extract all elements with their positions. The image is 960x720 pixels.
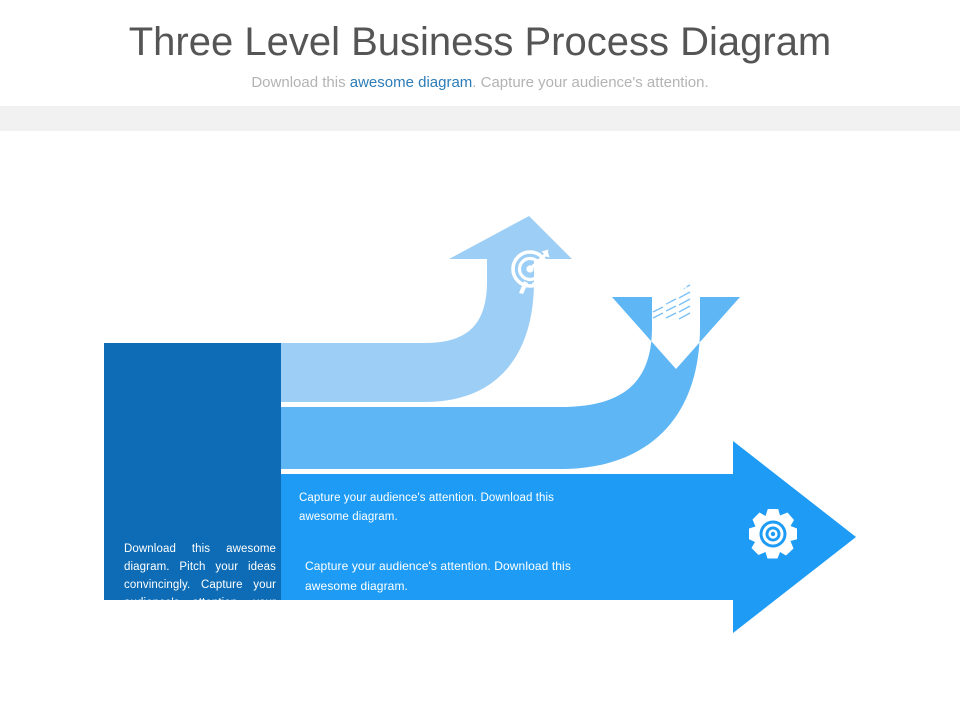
level-three-text: Capture your audience's attention . Down… bbox=[297, 648, 714, 702]
bar-chart-growth-icon bbox=[652, 278, 691, 321]
awesome-diagram-link[interactable]: awesome diagram bbox=[349, 74, 473, 91]
level-two-text: Capture your audience's attention. Downl… bbox=[305, 559, 571, 593]
left-info-panel-text: Download this awesome diagram. Pitch you… bbox=[124, 543, 276, 663]
level-one-text: Capture your audience's attention. Downl… bbox=[299, 492, 555, 523]
subtitle-text-before: Download this bbox=[251, 74, 350, 91]
three-level-process-diagram bbox=[104, 216, 856, 633]
level-three-arrow-shape[interactable] bbox=[153, 441, 856, 633]
diagram-stage: Download this awesome diagram. Pitch you… bbox=[0, 131, 960, 720]
gear-icon bbox=[749, 509, 797, 559]
left-info-panel[interactable] bbox=[104, 343, 281, 600]
subtitle-text-after: . Capture your audience's attention. bbox=[472, 74, 709, 91]
page-title: Three Level Business Process Diagram bbox=[128, 20, 832, 64]
target-icon bbox=[511, 249, 550, 294]
header-divider-band bbox=[0, 106, 960, 131]
page-subtitle: Download this awesome diagram. Capture y… bbox=[0, 66, 960, 92]
page-header: Three Level Business Process Diagram Dow… bbox=[0, 0, 960, 106]
level-two-arrow-shape[interactable] bbox=[153, 297, 740, 469]
